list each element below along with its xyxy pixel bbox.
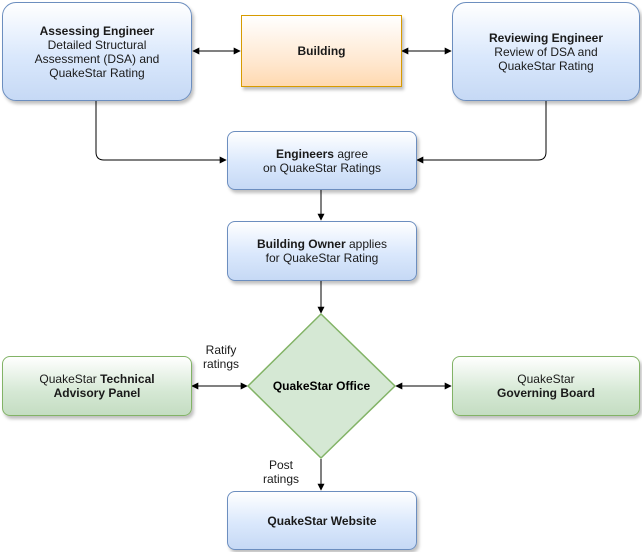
governing-board-node: QuakeStar Governing Board bbox=[452, 356, 640, 416]
engineers-agree-title: Engineers bbox=[275, 146, 334, 161]
building-owner-line-2: for QuakeStar Rating bbox=[265, 251, 379, 265]
reviewing-engineer-line-2: QuakeStar Rating bbox=[498, 58, 594, 73]
technical-advisory-panel-node: QuakeStar Technical Advisory Panel bbox=[2, 356, 192, 416]
ratify-ratings-label: Ratify ratings bbox=[196, 343, 246, 371]
edge-assessing-agree bbox=[95, 101, 227, 164]
tap-line-1-plain: QuakeStar bbox=[39, 372, 101, 386]
building-owner-rest: applies bbox=[345, 237, 388, 251]
assessing-engineer-line-1: Detailed Structural bbox=[47, 37, 147, 52]
building-node: Building bbox=[241, 15, 402, 87]
assessing-engineer-node: Assessing Engineer Detailed Structural A… bbox=[2, 2, 192, 101]
quakestar-office-label: QuakeStar Office bbox=[272, 379, 371, 393]
post-label-line-2: ratings bbox=[262, 472, 300, 486]
governing-board-line-2: Governing Board bbox=[496, 386, 595, 400]
quakestar-office-diamond bbox=[247, 313, 396, 459]
ratify-label-line-2: ratings bbox=[202, 357, 240, 371]
governing-board-line-1: QuakeStar bbox=[517, 372, 575, 386]
reviewing-engineer-node: Reviewing Engineer Review of DSA and Qua… bbox=[452, 2, 640, 101]
quakestar-website-title: QuakeStar Website bbox=[267, 513, 377, 528]
edge-reviewing-agree bbox=[416, 101, 547, 164]
building-owner-node: Building Owner applies for QuakeStar Rat… bbox=[227, 221, 417, 281]
assessing-engineer-line-2: Assessment (DSA) and bbox=[34, 51, 160, 66]
post-ratings-label: Post ratings bbox=[256, 458, 306, 486]
quakestar-website-node: QuakeStar Website bbox=[227, 491, 417, 550]
tap-line-1-bold: Technical bbox=[100, 372, 155, 386]
reviewing-engineer-title: Reviewing Engineer bbox=[488, 30, 604, 45]
engineers-agree-line-2: on QuakeStar Ratings bbox=[262, 160, 382, 175]
engineers-agree-node: Engineers agree on QuakeStar Ratings bbox=[227, 131, 417, 190]
building-owner-title: Building Owner bbox=[256, 237, 346, 251]
assessing-engineer-line-3: QuakeStar Rating bbox=[49, 65, 145, 80]
reviewing-engineer-line-1: Review of DSA and bbox=[494, 44, 598, 59]
post-label-line-1: Post bbox=[268, 458, 293, 472]
building-title: Building bbox=[297, 44, 346, 58]
tap-line-2: Advisory Panel bbox=[53, 386, 141, 400]
engineers-agree-rest: agree bbox=[333, 146, 369, 161]
ratify-label-line-1: Ratify bbox=[205, 343, 237, 357]
assessing-engineer-title: Assessing Engineer bbox=[39, 23, 155, 38]
